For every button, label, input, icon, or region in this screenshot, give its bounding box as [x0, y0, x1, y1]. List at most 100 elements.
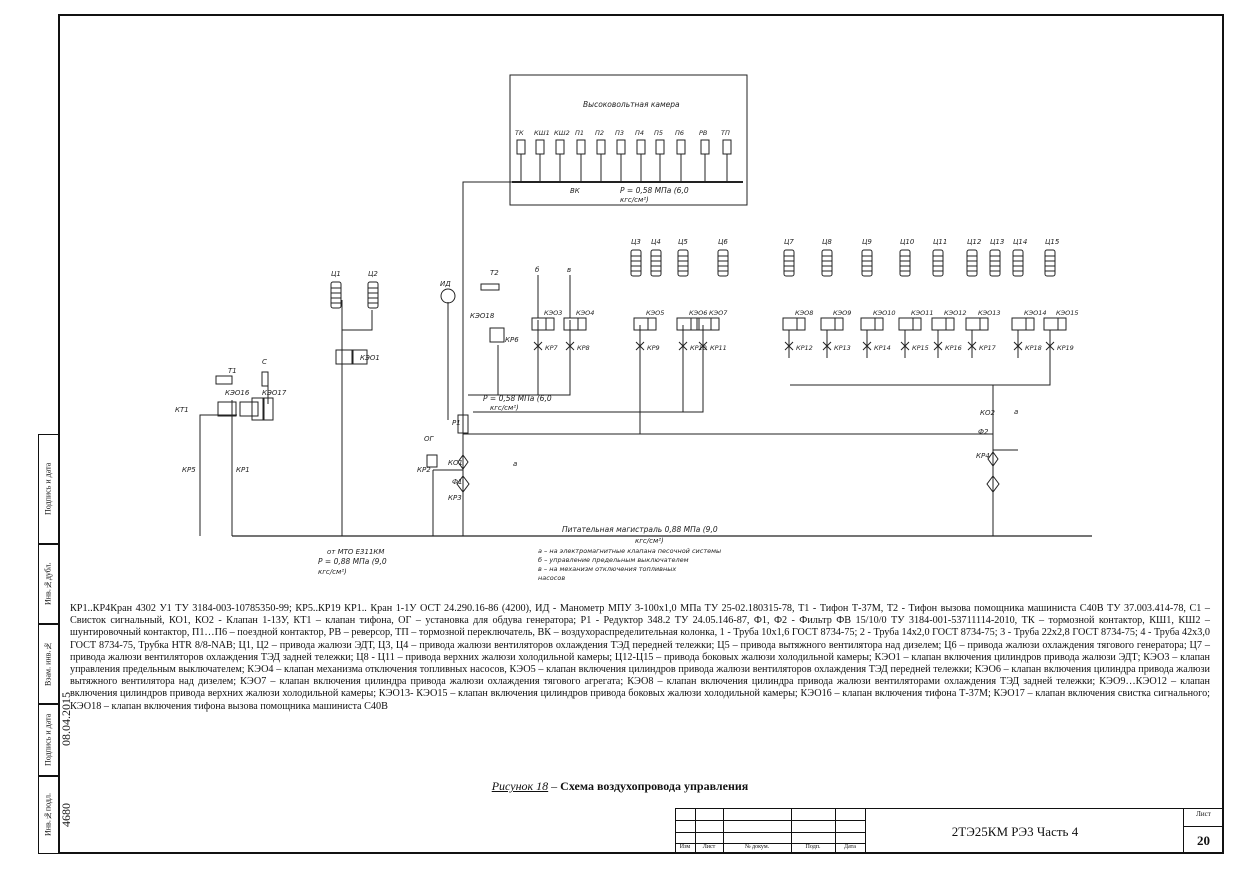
stop-valve-label: КР15: [912, 344, 929, 352]
label-r1: Р1: [452, 419, 461, 427]
label-t1: Т1: [228, 367, 237, 375]
stop-valve-icon: [678, 341, 688, 351]
pressure-mid: Р = 0,58 МПа (6,0: [483, 394, 552, 403]
pressure-mid-2: кгс/см²): [490, 404, 519, 412]
valve-label: КЭО9: [833, 309, 851, 317]
label-b: б: [535, 266, 540, 274]
stop-valve-icon: [784, 341, 794, 351]
valve-coil: [710, 317, 720, 331]
cylinder-label: Ц15: [1045, 238, 1060, 246]
cylinder-label: Ц8: [822, 238, 832, 246]
stop-valve-label: КР11: [710, 344, 727, 352]
stop-valve-icon: [900, 341, 910, 351]
valve-coil: [796, 317, 806, 331]
hv-contact-label: ТК: [515, 129, 524, 137]
hv-contact-label: П4: [635, 129, 644, 137]
stop-valve-label: КР13: [834, 344, 851, 352]
valve-coil: [690, 317, 700, 331]
cylinder-label: Ц5: [678, 238, 688, 246]
drawing-sheet: [58, 14, 1224, 854]
valve-label: КЭО5: [646, 309, 664, 317]
cylinder-label: Ц1: [331, 270, 341, 278]
valve-body: [965, 317, 981, 331]
valve-coil: [834, 317, 844, 331]
figure-title-text: Схема воздухопровода управления: [560, 779, 749, 793]
valve-coil: [647, 317, 657, 331]
stop-valve-label: КР9: [647, 344, 660, 352]
cylinder-label: Ц2: [368, 270, 378, 278]
stop-valve-label: КР18: [1025, 344, 1042, 352]
hv-contact-label: П3: [615, 129, 624, 137]
label-kr5: КР5: [182, 466, 196, 474]
stamp-cell: [38, 624, 58, 704]
hv-contact-label: КШ1: [534, 129, 550, 137]
label-ko2: КО2: [980, 409, 995, 417]
valve-body: [563, 317, 579, 331]
valve-label: КЭО7: [709, 309, 728, 317]
cylinder-label: Ц3: [631, 238, 641, 246]
hv-contact-label: П5: [654, 129, 663, 137]
stop-valve-icon: [635, 341, 645, 351]
tb-col-doc: № докум.: [744, 844, 770, 850]
tb-line: [791, 808, 792, 854]
hv-contact: [555, 139, 565, 155]
figure-label: Рисунок 18: [491, 779, 549, 793]
valve-label: КЭО4: [576, 309, 594, 317]
side-stamp: Подпись и дата Инв.№дубл. Взам. инв.№ По…: [38, 434, 58, 854]
pressure-left-2: Р = 0,88 МПа (9,0: [318, 557, 387, 566]
valve-body: [898, 317, 914, 331]
label-kr3: КР3: [448, 494, 462, 502]
tb-line: [865, 808, 866, 854]
stop-valve-label: КР12: [796, 344, 813, 352]
label-a-2: а: [1014, 408, 1018, 416]
hv-contact-label: РВ: [699, 129, 708, 137]
valve-label: КЭО14: [1024, 309, 1047, 317]
stop-valve-icon: [533, 341, 543, 351]
stamp-sig-date-2: Подпись и дата: [43, 713, 53, 767]
label-kt1: КТ1: [175, 406, 189, 414]
stamp-vzam-inv: Взам. инв.№: [43, 641, 53, 687]
cylinder-label: Ц11: [933, 238, 947, 246]
stamp-cell: [38, 434, 58, 544]
cylinder: [330, 281, 342, 309]
label-t2: Т2: [490, 269, 499, 277]
tb-line: [723, 808, 724, 854]
hv-chamber-title: Высоковольтная камера: [583, 100, 680, 109]
valve-coil: [545, 317, 555, 331]
label-keo16: КЭО16: [225, 389, 250, 397]
hv-contact-label: П2: [595, 129, 604, 137]
stop-valve-icon: [933, 341, 943, 351]
legend-line: в – на механизм отключения топливных: [538, 565, 676, 573]
label-id: ИД: [440, 280, 451, 288]
valve-coil: [979, 317, 989, 331]
valve-body: [1011, 317, 1027, 331]
hv-contact: [616, 139, 626, 155]
label-keo1: КЭО1: [360, 354, 380, 362]
label-kr2: КР2: [417, 466, 431, 474]
cylinder-label: Ц4: [651, 238, 661, 246]
valve-label: КЭО15: [1056, 309, 1079, 317]
label-f1: Ф1: [452, 478, 462, 486]
valve-body: [531, 317, 547, 331]
valve-label: КЭО10: [873, 309, 896, 317]
hv-contact: [535, 139, 545, 155]
tb-line: [1183, 808, 1184, 854]
cylinder: [1044, 249, 1056, 277]
cylinder-label: Ц9: [862, 238, 872, 246]
stop-valve-label: КР10: [690, 344, 707, 352]
cylinder: [630, 249, 642, 277]
cylinder: [650, 249, 662, 277]
tb-line: [675, 808, 676, 854]
label-kr1: КР1: [236, 466, 250, 474]
stop-valve-label: КР14: [874, 344, 891, 352]
tb-col-izm: Изм: [679, 844, 691, 850]
cylinder-label: Ц13: [990, 238, 1004, 246]
pressure-left-3: кгс/см²): [318, 568, 347, 576]
cylinder: [861, 249, 873, 277]
hv-contact: [576, 139, 586, 155]
stop-valve-icon: [565, 341, 575, 351]
stop-valve-icon: [967, 341, 977, 351]
stamp-inv-value: 4680: [59, 803, 73, 827]
cylinder-label: Ц6: [718, 238, 728, 246]
hv-contact-label: П6: [675, 129, 684, 137]
